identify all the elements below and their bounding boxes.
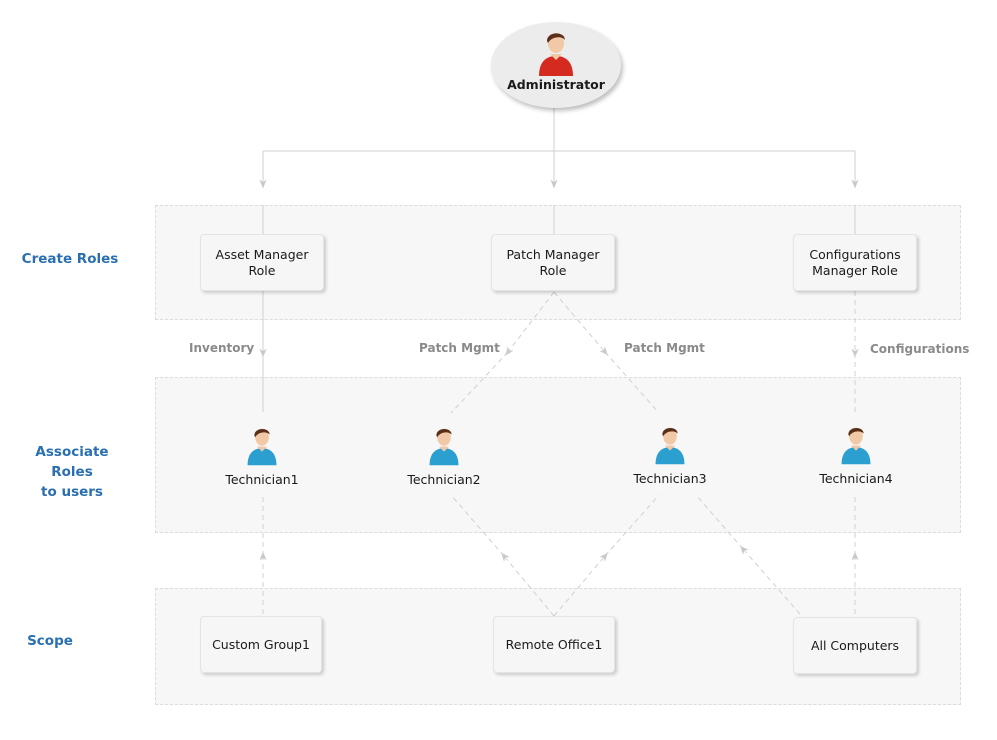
administrator-node[interactable]: Administrator	[491, 22, 621, 108]
associate-roles-label: Associate Roles to users	[35, 444, 109, 500]
scope-remote-office[interactable]: Remote Office1	[493, 616, 615, 673]
edge-label-patch-mgmt-left: Patch Mgmt	[419, 341, 500, 355]
scope-label: Scope	[27, 633, 73, 649]
technician-node[interactable]: Technician1	[207, 422, 317, 487]
technician-node[interactable]: Technician2	[389, 422, 499, 487]
technician-user-icon	[841, 427, 871, 465]
technician-label: Technician3	[633, 471, 707, 486]
edge-label-inventory: Inventory	[189, 341, 255, 355]
technician-label: Technician2	[407, 472, 481, 487]
scope-custom-group[interactable]: Custom Group1	[200, 616, 322, 673]
admin-user-icon	[539, 33, 573, 76]
technician-label: Technician1	[225, 472, 299, 487]
technician-node[interactable]: Technician3	[615, 421, 725, 486]
technician-user-icon	[429, 428, 459, 466]
technician-user-icon	[247, 428, 277, 466]
technician-label: Technician4	[819, 471, 893, 486]
role-patch-manager[interactable]: Patch Manager Role	[491, 234, 615, 291]
technician-user-icon	[655, 427, 685, 465]
technician-node[interactable]: Technician4	[801, 421, 911, 486]
role-configurations-manager[interactable]: Configurations Manager Role	[793, 234, 917, 291]
edge-label-patch-mgmt-right: Patch Mgmt	[624, 341, 705, 355]
create-roles-label: Create Roles	[21, 251, 119, 267]
edge-label-configurations: Configurations	[870, 342, 970, 356]
administrator-label: Administrator	[507, 77, 605, 92]
role-asset-manager[interactable]: Asset Manager Role	[200, 234, 324, 291]
associate-roles-band	[155, 377, 961, 533]
scope-all-computers[interactable]: All Computers	[793, 617, 917, 674]
